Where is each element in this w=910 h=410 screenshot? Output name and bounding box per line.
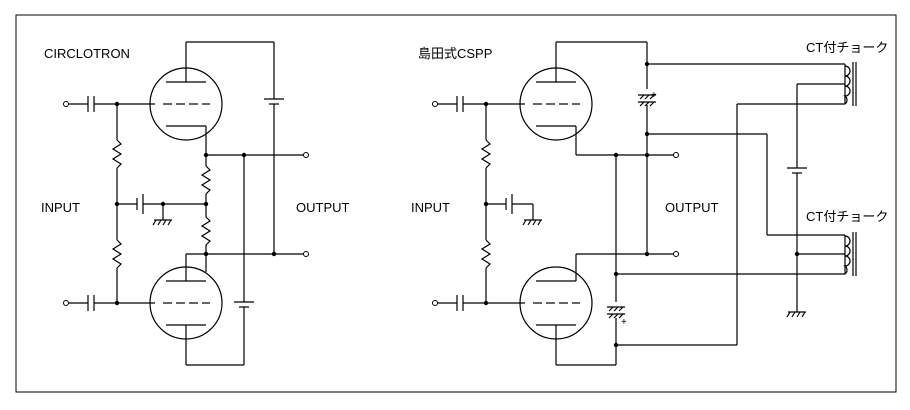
cspp-vacuum-tube-bottom	[519, 254, 593, 340]
cspp-coupling-capacitor-bottom	[456, 295, 464, 311]
cspp-input-terminal-bottom	[432, 300, 438, 306]
plus-marker-top: +	[651, 90, 657, 101]
plate-battery-top	[264, 98, 284, 105]
cspp-grid-resistor-bottom	[480, 239, 492, 269]
cspp-ground-symbol	[522, 219, 542, 226]
cspp-circuit: 島田式CSPP INPUT OUTPUT CT付チョーク CT付チョーク	[411, 40, 888, 366]
output-terminal-top	[303, 152, 309, 158]
choke-bottom-label: CT付チョーク	[806, 209, 888, 224]
circlotron-input-label: INPUT	[41, 200, 80, 215]
plate-battery-bottom	[234, 301, 254, 308]
cspp-capacitor-top	[638, 89, 656, 107]
cspp-coupling-capacitor-top	[456, 96, 464, 112]
cspp-grid-resistor-top	[480, 139, 492, 169]
cspp-input-label: INPUT	[411, 200, 450, 215]
cspp-ground-right	[786, 311, 806, 318]
cspp-title: 島田式CSPP	[418, 46, 492, 61]
cathode-resistor-upper	[200, 165, 212, 195]
cspp-input-terminal-top	[432, 101, 438, 107]
cspp-capacitor-bottom	[607, 302, 625, 319]
grid-resistor-top	[111, 139, 123, 169]
input-terminal-bottom	[63, 300, 69, 306]
diagram-frame	[15, 14, 897, 393]
choke-bottom	[843, 232, 857, 276]
circlotron-circuit: CIRCLOTRON INPUT OUTPUT	[41, 41, 350, 366]
supply-battery	[787, 167, 807, 174]
cspp-vacuum-tube-top	[519, 67, 593, 141]
vacuum-tube-bottom	[149, 254, 223, 340]
choke-top	[843, 62, 857, 106]
circlotron-output-label: OUTPUT	[296, 200, 350, 215]
ground-symbol	[152, 219, 172, 226]
circlotron-title: CIRCLOTRON	[44, 46, 130, 61]
plus-marker-bottom: +	[621, 317, 627, 328]
cspp-bias-battery	[505, 194, 513, 214]
choke-top-label: CT付チョーク	[806, 40, 888, 55]
grid-resistor-bottom	[111, 239, 123, 269]
output-terminal-bottom	[303, 251, 309, 257]
bias-battery	[136, 194, 144, 214]
cathode-resistor-lower	[200, 216, 212, 246]
input-terminal-top	[63, 101, 69, 107]
coupling-capacitor-top	[87, 96, 95, 112]
coupling-capacitor-bottom	[87, 295, 95, 311]
cspp-output-terminal-top	[673, 152, 679, 158]
cspp-output-label: OUTPUT	[665, 200, 719, 215]
vacuum-tube-top	[149, 67, 223, 141]
cspp-output-terminal-bottom	[673, 251, 679, 257]
